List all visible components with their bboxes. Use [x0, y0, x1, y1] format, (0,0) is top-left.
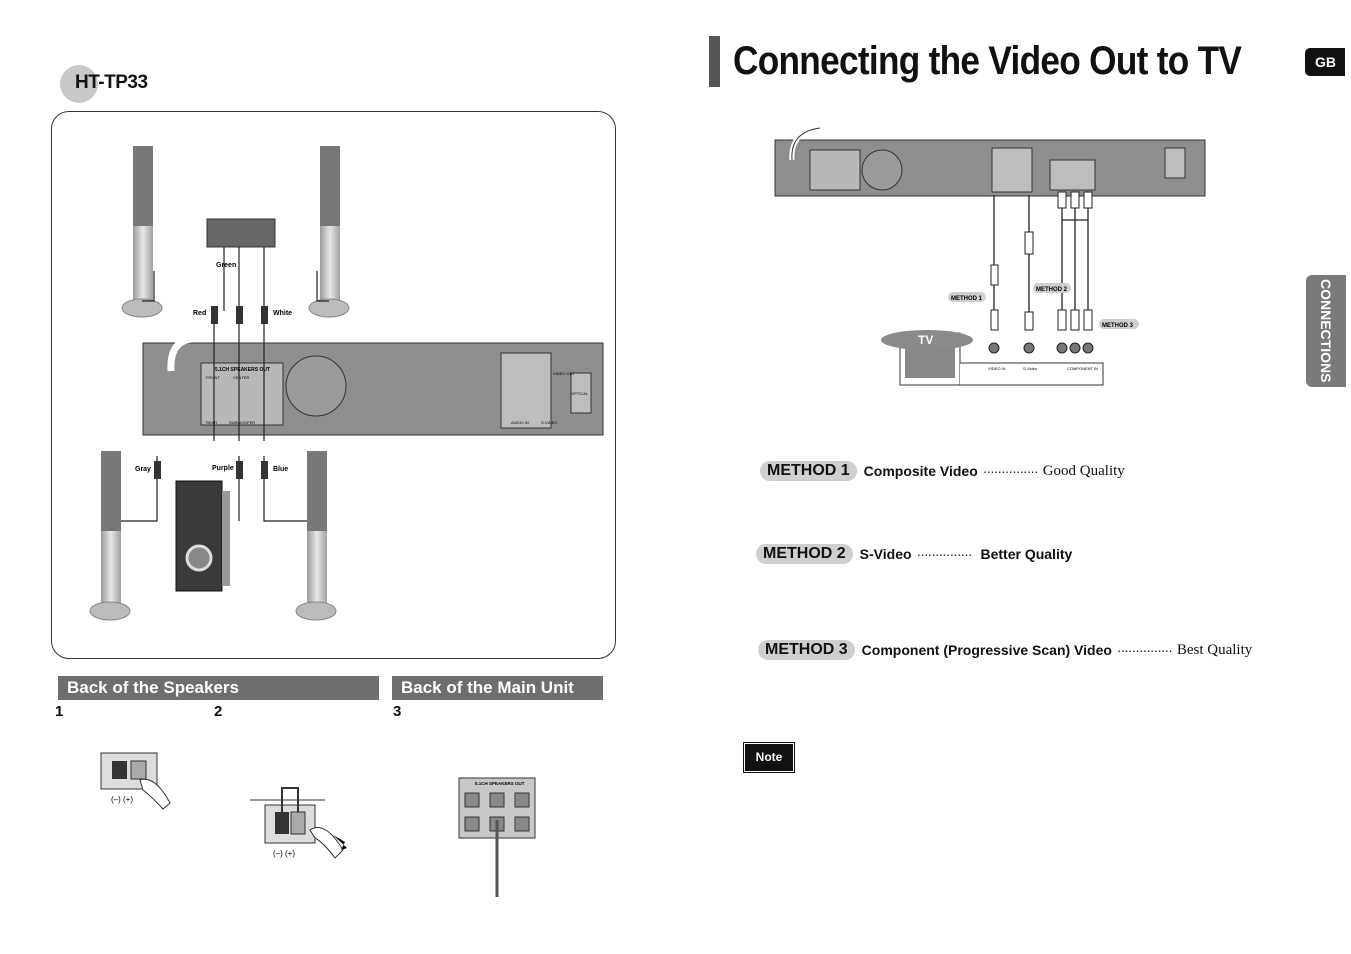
page-title: Connecting the Video Out to TV — [733, 39, 1242, 83]
tv-s-video-label: S-Video — [1023, 366, 1038, 371]
method-3-row: METHOD 3 Component (Progressive Scan) Vi… — [758, 640, 1252, 660]
step-1-polarity: (–) (+) — [111, 795, 133, 804]
main-unit-rear-panel — [774, 125, 1206, 197]
connections-side-tab — [1306, 275, 1346, 387]
label-blue: Blue — [273, 466, 288, 473]
method-1-row: METHOD 1 Composite Video ···············… — [760, 461, 1125, 481]
method-2-name: S-Video — [859, 546, 912, 562]
rear-right-speaker — [295, 451, 337, 621]
label-white: White — [273, 310, 292, 317]
step-3-illustration: 5.1CH SPEAKERS OUT — [458, 777, 536, 897]
tv-component-in-label: COMPONENT IN — [1067, 366, 1098, 371]
step-3-number: 3 — [393, 703, 402, 720]
method-3-name: Component (Progressive Scan) Video — [861, 642, 1112, 658]
video-cables — [993, 195, 1089, 330]
label-audio-in: AUDIO IN — [511, 420, 529, 425]
language-tab: GB — [1305, 48, 1345, 76]
label-center: CENTER — [233, 375, 250, 380]
label-purple: Purple — [212, 465, 234, 472]
method-2-label: METHOD 2 — [756, 544, 853, 564]
section-back-of-main-unit: Back of the Main Unit — [392, 676, 603, 700]
label-optical: OPTICAL — [571, 391, 589, 396]
diagram-method1-label: METHOD 1 — [951, 296, 983, 302]
label-subwoofer: SUBWOOFER — [229, 420, 255, 425]
section-back-of-speakers: Back of the Speakers — [58, 676, 379, 700]
main-unit-rear-panel — [142, 335, 604, 436]
step-2-polarity: (–) (+) — [273, 849, 295, 858]
label-s-video: S-VIDEO — [541, 420, 557, 425]
label-front: FRONT — [206, 375, 220, 380]
tv-panel: TV VIDEO IN S-Video COMPONENT IN — [881, 330, 1104, 386]
method-1-quality: Good Quality — [1042, 462, 1125, 479]
wire-plugs — [154, 306, 268, 479]
diagram-method2-label: METHOD 2 — [1036, 287, 1068, 293]
step-1-illustration: (–) (+) — [100, 752, 171, 810]
subwoofer — [175, 480, 230, 592]
front-right-speaker — [308, 146, 350, 318]
diagram-method3-label: METHOD 3 — [1102, 323, 1134, 329]
label-video-out: VIDEO OUT — [553, 371, 576, 376]
method-3-quality: Best Quality — [1176, 641, 1253, 658]
label-speakers-out: 5.1CH SPEAKERS OUT — [215, 367, 270, 373]
step-1-number: 1 — [55, 703, 64, 720]
method-2-quality: Better Quality — [980, 546, 1073, 562]
step-2-number: 2 — [214, 703, 223, 720]
label-rear: REAR — [206, 420, 217, 425]
model-badge-circle — [60, 65, 98, 103]
speaker-diagram-frame — [51, 111, 616, 659]
label-red: Red — [193, 310, 206, 317]
speaker-connection-diagram: Green Red White Gray Purple Blue 5.1CH S… — [89, 146, 604, 621]
method-1-name: Composite Video — [863, 463, 978, 479]
model-title: HT-TP33 — [75, 72, 148, 93]
label-green: Green — [216, 262, 236, 269]
step-2-illustration: (–) (+) — [250, 787, 347, 859]
method-1-label: METHOD 1 — [760, 461, 857, 481]
connections-side-tab-label: CONNECTIONS — [1318, 279, 1334, 383]
method-3-dots: ··············· — [1116, 642, 1173, 658]
note-badge: Note — [743, 742, 795, 773]
cable-plugs — [990, 191, 1093, 331]
method-2-dots: ··············· — [916, 546, 973, 562]
method-1-dots: ··············· — [982, 463, 1039, 479]
rear-left-speaker — [89, 451, 131, 621]
title-accent-bar — [709, 36, 720, 87]
label-gray: Gray — [135, 466, 151, 473]
step-3-speakers-out-label: 5.1CH SPEAKERS OUT — [475, 781, 525, 786]
method-2-row: METHOD 2 S-Video ··············· Better … — [756, 544, 1072, 564]
video-connection-diagram: METHOD 1 METHOD 2 METHOD 3 TV VIDEO IN S… — [774, 125, 1206, 386]
tv-video-in-label: VIDEO IN — [988, 366, 1006, 371]
center-speaker — [206, 218, 276, 248]
tv-label: TV — [918, 333, 933, 347]
front-left-speaker — [121, 146, 163, 318]
method-3-label: METHOD 3 — [758, 640, 855, 660]
